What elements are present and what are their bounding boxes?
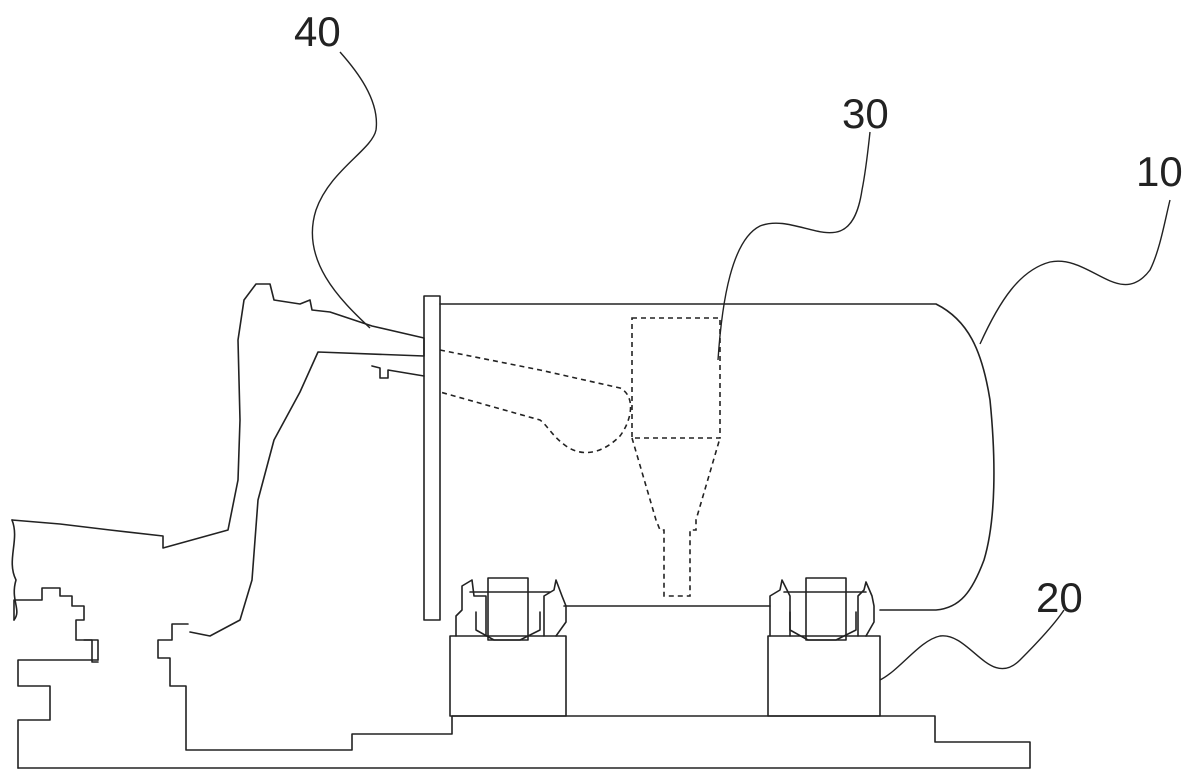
leader-20: [879, 609, 1065, 681]
base-plate: [17, 623, 1031, 769]
guide-plate: [423, 295, 441, 621]
arm-alternate-position: [439, 349, 632, 454]
leader-10: [979, 199, 1171, 345]
label-30: 30: [842, 90, 889, 137]
roller-support-left: [449, 577, 567, 717]
nozzle: [631, 317, 721, 597]
leader-40: [311, 51, 378, 329]
label-40: 40: [294, 8, 341, 55]
tank: [439, 303, 995, 611]
label-20: 20: [1036, 574, 1083, 621]
label-10: 10: [1136, 148, 1183, 195]
leader-lines: [311, 51, 1171, 681]
robot-arm: [11, 283, 425, 663]
leader-30: [717, 131, 871, 361]
roller-support-right: [767, 577, 881, 717]
